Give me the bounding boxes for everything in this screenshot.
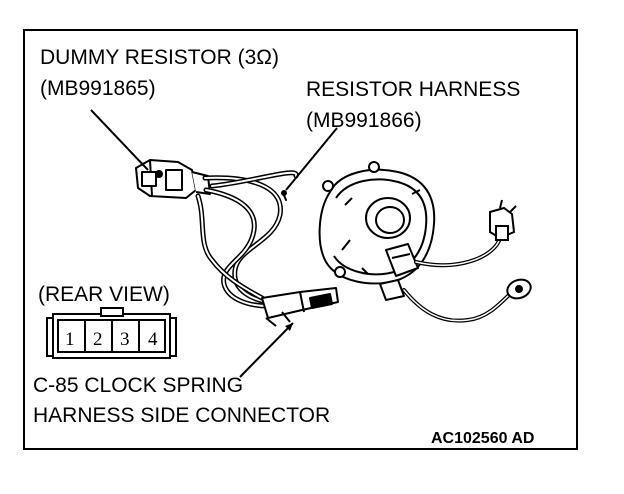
rear-view-connector <box>46 307 177 359</box>
pin-2: 2 <box>93 329 103 350</box>
pin-4: 4 <box>148 329 158 350</box>
figure-frame <box>23 29 578 450</box>
pin-1: 1 <box>65 329 75 350</box>
harness-leader-line <box>285 127 338 191</box>
dummy-resistor-part-number: (MB991865) <box>40 77 156 100</box>
pigtail-connector-top <box>489 199 517 241</box>
harness-junction-dot <box>281 190 287 196</box>
pin-3: 3 <box>120 329 130 350</box>
rear-view-pin-numbers: 1 2 3 4 <box>65 329 158 350</box>
pigtail-connector-bottom <box>506 278 532 300</box>
connector-leader-line <box>239 322 294 378</box>
dummy-resistor-name: DUMMY RESISTOR (3 <box>40 46 257 69</box>
resistor-harness-wires <box>195 170 299 309</box>
dummy-resistor-label: DUMMY RESISTOR (3Ω) <box>40 46 279 70</box>
dummy-resistor-leader-line <box>90 109 149 171</box>
resistor-harness-part-number: (MB991866) <box>306 109 422 132</box>
connector-label-line2: HARNESS SIDE CONNECTOR <box>33 404 331 427</box>
connector-leader-arrow <box>285 323 293 331</box>
harness-side-connector <box>261 287 339 327</box>
resistor-harness-label: RESISTOR HARNESS <box>306 78 521 101</box>
connector-label-line1: C-85 CLOCK SPRING <box>33 374 244 397</box>
figure-code: AC102560 AD <box>431 430 535 447</box>
dummy-resistor-close-paren: ) <box>271 46 279 69</box>
rear-view-label: (REAR VIEW) <box>38 283 170 306</box>
ohm-symbol: Ω <box>256 46 272 69</box>
clock-spring <box>318 161 436 301</box>
dummy-resistor-connector <box>135 159 211 199</box>
